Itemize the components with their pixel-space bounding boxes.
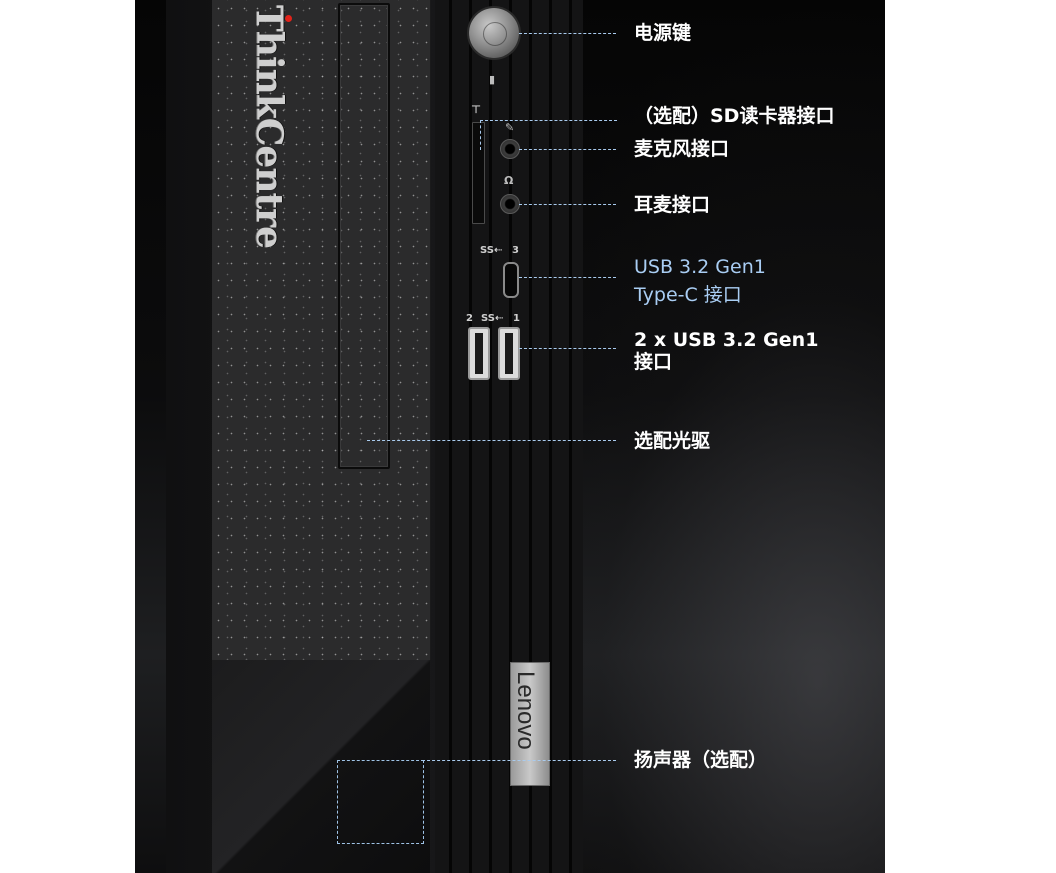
usb-a-port-1[interactable]	[498, 327, 520, 380]
leader-usb-a	[519, 348, 616, 349]
microphone-jack[interactable]	[500, 139, 520, 159]
lenovo-badge: Lenovo	[510, 662, 550, 786]
callout-headset-port: 耳麦接口	[634, 194, 711, 216]
speaker-area-outline	[337, 760, 424, 844]
callout-sd-reader: （选配）SD读卡器接口	[634, 105, 835, 127]
callout-optical-drive: 选配光驱	[634, 430, 711, 452]
leader-mic	[519, 149, 616, 150]
lock-icon: ▮	[489, 73, 496, 86]
callout-speaker: 扬声器（选配）	[634, 749, 768, 771]
vent-fin	[549, 0, 552, 873]
vent-fin	[469, 0, 472, 873]
callout-mic-port: 麦克风接口	[634, 138, 730, 160]
brand-text: ThinkCentre	[248, 5, 290, 248]
sd-card-slot[interactable]	[472, 122, 485, 224]
vent-fin	[449, 0, 452, 873]
brand-red-dot	[285, 15, 292, 22]
callout-power-button: 电源键	[634, 22, 692, 44]
usb-a-port-number-left: 2	[466, 313, 473, 324]
vent-fin	[569, 0, 572, 873]
brand-logo: ThinkCentre	[135, 5, 292, 248]
callout-usb-c-line1: USB 3.2 Gen1	[634, 256, 766, 278]
headset-icon: Ω	[504, 174, 514, 187]
sd-card-icon: ⊤	[471, 103, 482, 116]
callout-usb-c-line2: Type-C 接口	[634, 284, 742, 306]
usb-superspeed-icon: SS⇠	[480, 245, 503, 256]
lenovo-badge-text: Lenovo	[512, 671, 539, 750]
front-panel	[212, 0, 431, 660]
front-panel-lower	[212, 660, 430, 873]
callout-usb-a-line2: 接口	[634, 351, 673, 373]
port-column	[435, 0, 583, 873]
usb-a-port-number-right: 1	[513, 313, 520, 324]
leader-sd-vertical	[480, 120, 481, 150]
leader-speaker	[422, 760, 616, 761]
leader-sd	[480, 120, 617, 121]
power-button[interactable]	[469, 8, 519, 58]
optical-drive-bay	[338, 3, 390, 469]
vent-fin	[529, 0, 532, 873]
leader-headset	[519, 204, 616, 205]
leader-optical	[367, 440, 616, 441]
callout-usb-a: 2 x USB 3.2 Gen1 接口	[634, 329, 818, 373]
leader-usb-c	[519, 277, 616, 278]
vent-fin	[509, 0, 512, 873]
usb-superspeed-icon: SS⇠	[481, 313, 504, 324]
callout-usb-a-line1: 2 x USB 3.2 Gen1	[634, 329, 819, 351]
callout-usb-c: USB 3.2 Gen1 Type-C 接口	[634, 256, 766, 306]
headset-jack[interactable]	[500, 194, 520, 214]
leader-power	[519, 33, 616, 34]
usb-c-port-number: 3	[512, 245, 519, 256]
usb-c-port[interactable]	[503, 262, 519, 298]
power-icon	[483, 22, 507, 46]
vent-fin	[489, 0, 492, 873]
usb-a-port-2[interactable]	[468, 327, 490, 380]
microphone-icon: ✎	[505, 121, 515, 134]
product-photo: ThinkCentre ▮ ⊤ ✎ Ω SS⇠ 3 2 SS⇠ 1 Lenovo…	[135, 0, 885, 873]
